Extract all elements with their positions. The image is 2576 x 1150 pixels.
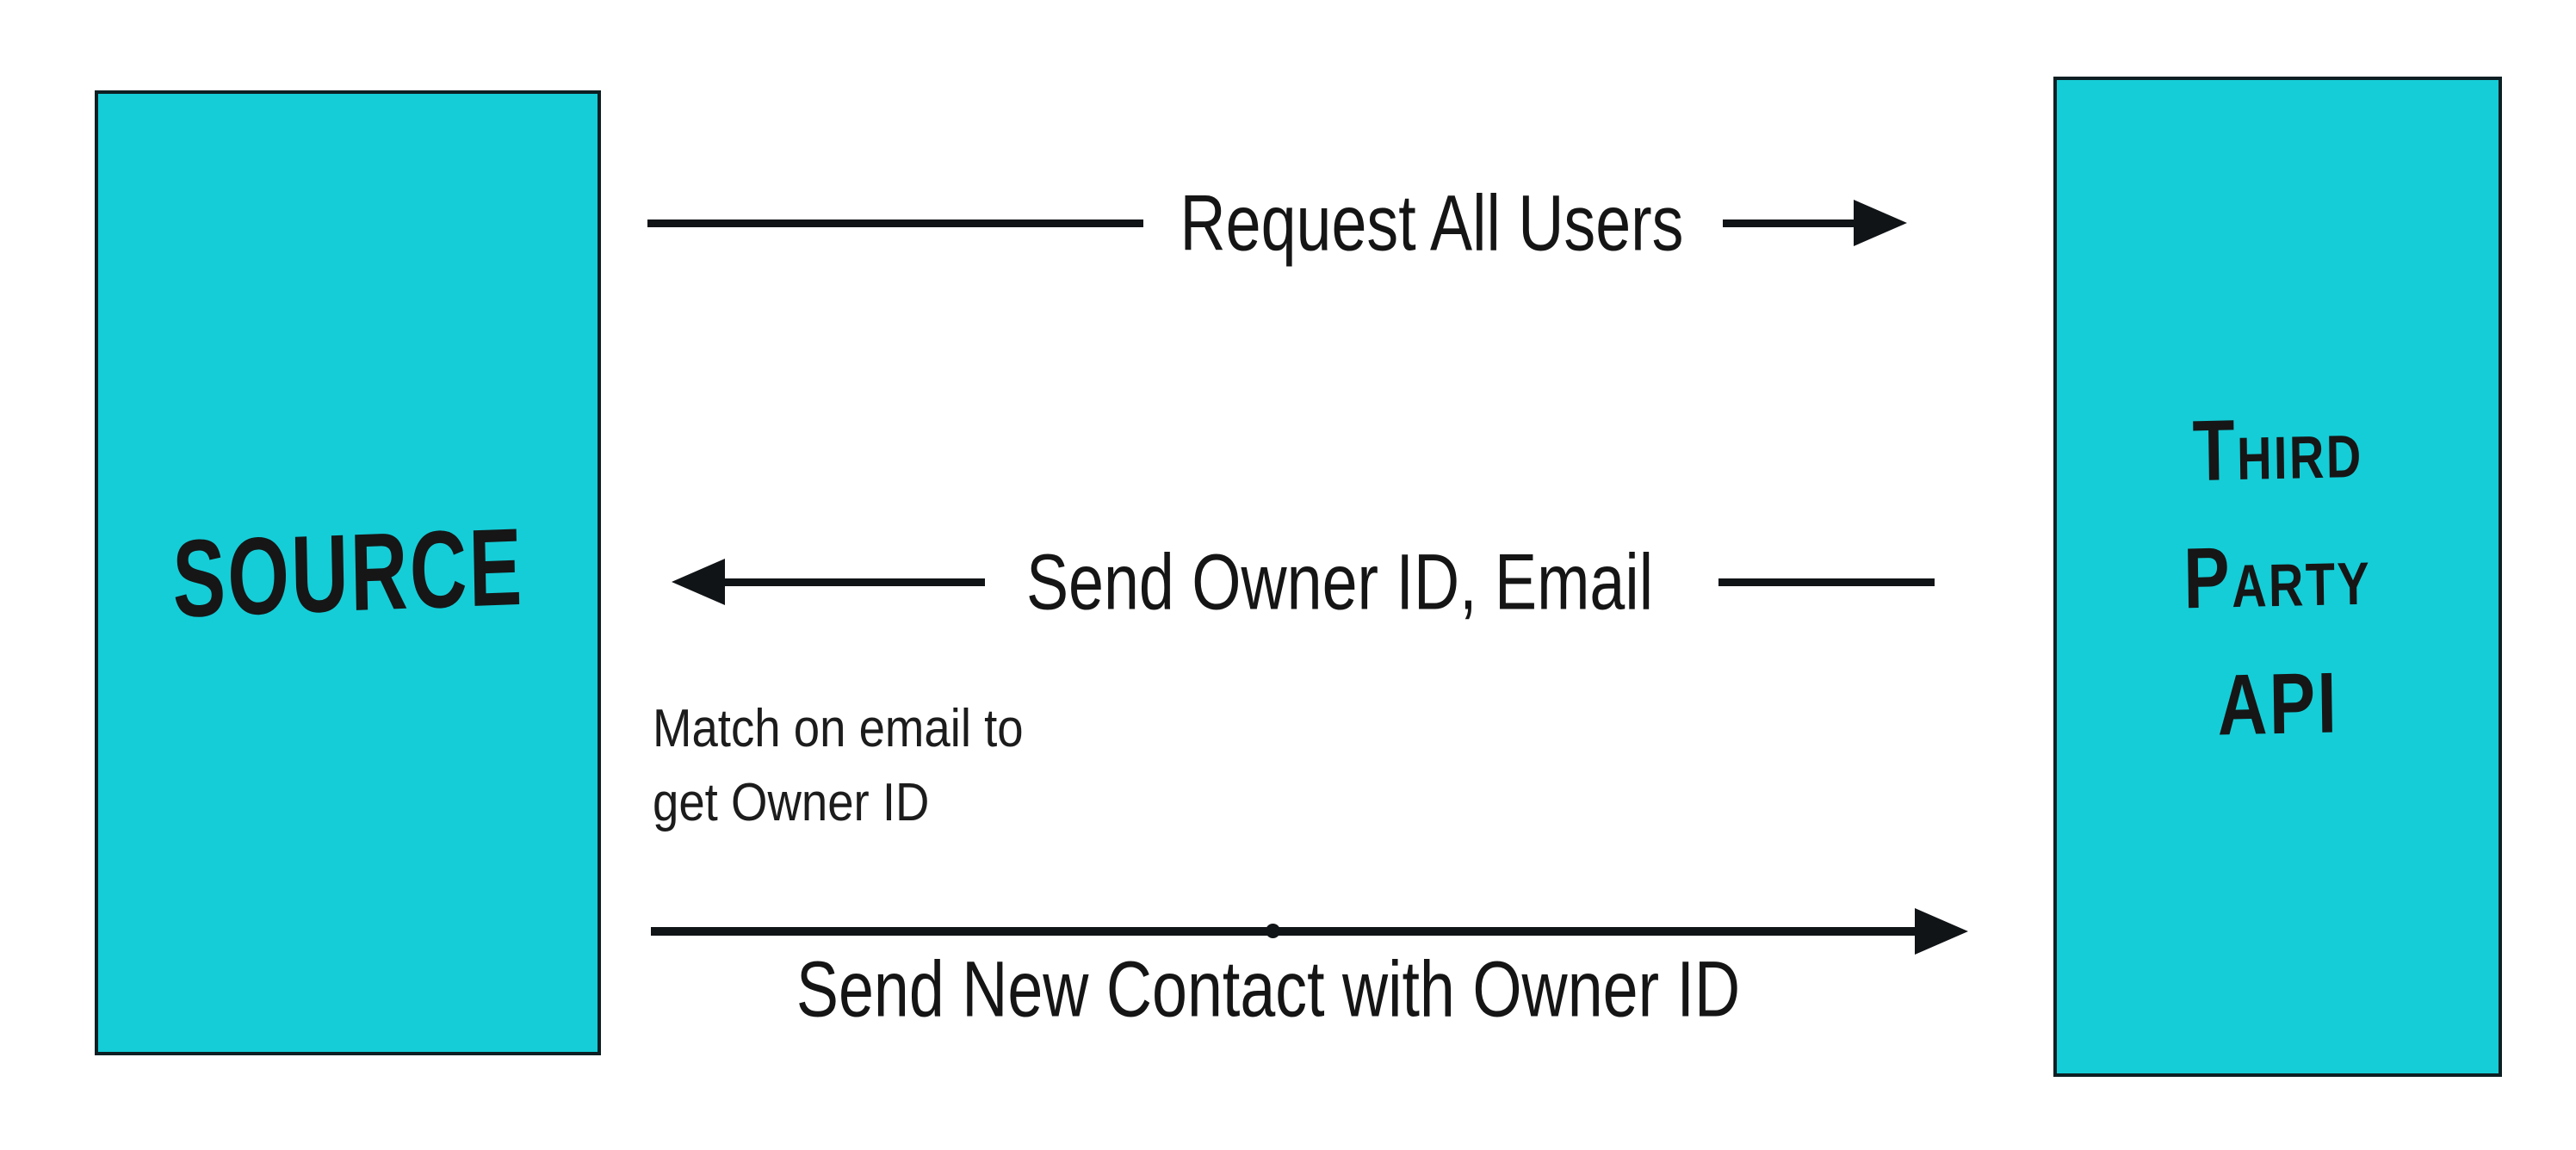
- arrowhead-right-icon: [1854, 200, 1907, 246]
- arrow-request-line-right: [1723, 219, 1854, 227]
- arrow-send-owner-line-left: [721, 578, 985, 586]
- match-note-line-1: Match on email to: [653, 699, 1024, 758]
- arrow-send-new-contact-line: [651, 927, 1915, 936]
- source-box-label: SOURCE: [170, 504, 525, 641]
- match-note: Match on email to get Owner ID: [653, 692, 1074, 840]
- arrow-send-owner-line-right: [1718, 578, 1935, 586]
- arrowhead-left-icon: [672, 559, 725, 605]
- arrow-send-new-contact-label: Send New Contact with Owner ID: [678, 945, 1858, 1036]
- third-party-api-box: Third Party API: [2053, 77, 2502, 1077]
- arrow-send-owner-label: Send Owner ID, Email: [948, 538, 1731, 628]
- arrow-send-owner-label-text: Send Owner ID, Email: [1025, 538, 1654, 627]
- arrowhead-right-icon: [1915, 908, 1968, 955]
- arrow-request-label-text: Request All Users: [1180, 179, 1684, 268]
- third-party-label-line-2: Party: [2183, 526, 2373, 628]
- connector-dot-icon: [1266, 924, 1280, 938]
- third-party-label-line-3: API: [2216, 654, 2339, 754]
- third-party-label-line-1: Third: [2191, 399, 2364, 500]
- source-box: SOURCE: [95, 90, 601, 1055]
- match-note-line-2: get Owner ID: [653, 773, 930, 832]
- arrow-request-line-left: [647, 219, 1143, 227]
- arrow-send-new-contact-label-text: Send New Contact with Owner ID: [796, 945, 1741, 1034]
- arrow-request-label: Request All Users: [1117, 179, 1746, 269]
